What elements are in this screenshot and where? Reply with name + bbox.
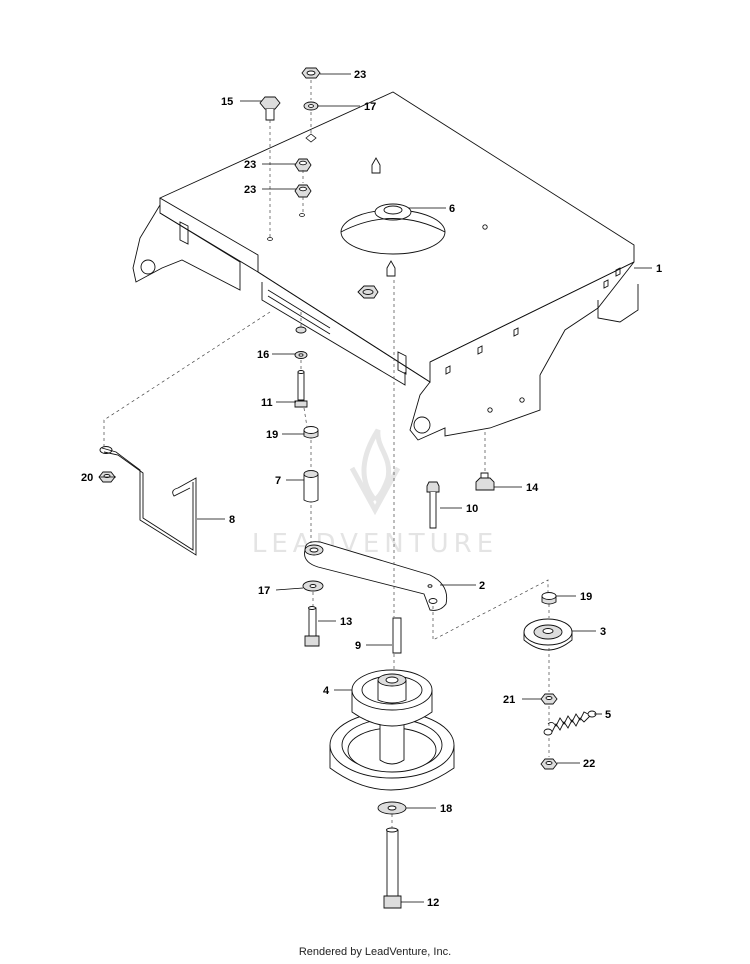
part-bolt-15[interactable]	[259, 96, 281, 121]
callout-2[interactable]: 2	[479, 580, 485, 592]
callout-8[interactable]: 8	[229, 514, 235, 526]
callout-1[interactable]: 1	[656, 263, 662, 275]
part-bolt-11[interactable]	[294, 370, 308, 408]
part-nut-20[interactable]	[301, 67, 321, 79]
watermark-logo-icon	[349, 428, 401, 516]
footer-credit: Rendered by LeadVenture, Inc.	[298, 946, 452, 958]
part-bolt-10[interactable]	[426, 481, 440, 529]
part-spring[interactable]	[543, 710, 597, 736]
callout-14[interactable]: 14	[526, 482, 539, 494]
part-washer-16[interactable]	[294, 326, 308, 359]
watermark-text: LEADVENTURE	[252, 529, 498, 559]
part-spacer-19-left[interactable]	[303, 426, 319, 439]
callout-4[interactable]: 4	[323, 685, 330, 697]
callout-17-top[interactable]: 17	[364, 101, 376, 113]
part-washer-17-top[interactable]	[303, 101, 319, 111]
callout-10[interactable]: 10	[466, 503, 478, 515]
callout-22[interactable]: 23	[244, 184, 256, 196]
part-bracket[interactable]	[132, 91, 639, 441]
assembly-lines	[103, 80, 550, 828]
part-nut-22[interactable]	[294, 184, 312, 198]
callout-21[interactable]: 23	[244, 159, 256, 171]
callout-23-left[interactable]: 20	[81, 472, 93, 484]
callout-13[interactable]: 13	[340, 616, 352, 628]
callout-9[interactable]: 9	[355, 640, 361, 652]
callout-19-right[interactable]: 19	[580, 591, 592, 603]
part-idler-pulley[interactable]	[523, 618, 573, 651]
part-nut-23-bottom[interactable]	[540, 758, 558, 770]
part-washer-18[interactable]	[377, 801, 407, 815]
leader-lines	[99, 73, 652, 903]
part-double-pulley[interactable]	[329, 669, 455, 791]
part-key-9[interactable]	[392, 617, 402, 654]
callout-20[interactable]: 23	[354, 69, 366, 81]
part-bolt-13[interactable]	[304, 606, 320, 647]
callout-23-bottom[interactable]: 22	[583, 758, 595, 770]
part-spacer-19-right[interactable]	[541, 592, 557, 605]
callout-7[interactable]: 7	[275, 475, 281, 487]
callout-17-lower[interactable]: 17	[258, 585, 270, 597]
callout-15[interactable]: 15	[221, 96, 233, 108]
part-idler-arm[interactable]	[304, 541, 448, 611]
callout-11[interactable]: 11	[261, 397, 273, 409]
callouts: 23 17 15 23 23 6 1 16 11 19 7 8 10 14 20…	[81, 69, 662, 909]
callout-19-left[interactable]: 19	[266, 429, 278, 441]
callout-18[interactable]: 18	[440, 803, 452, 815]
part-nut-23-mid[interactable]	[540, 693, 558, 705]
callout-23-mid[interactable]: 21	[503, 694, 515, 706]
callout-3[interactable]: 3	[600, 626, 606, 638]
part-bolt-14[interactable]	[475, 472, 495, 491]
callout-12[interactable]: 12	[427, 897, 439, 909]
part-washer-17-lower[interactable]	[302, 580, 324, 592]
callout-16[interactable]: 16	[257, 349, 269, 361]
part-wire-rod[interactable]	[99, 446, 197, 556]
callout-5[interactable]: 5	[605, 709, 611, 721]
part-bolt-12[interactable]	[383, 827, 402, 909]
part-nut-21[interactable]	[294, 158, 312, 172]
watermark: LEADVENTURE	[252, 428, 498, 559]
part-spacer-7[interactable]	[303, 470, 319, 503]
callout-6[interactable]: 6	[449, 203, 455, 215]
